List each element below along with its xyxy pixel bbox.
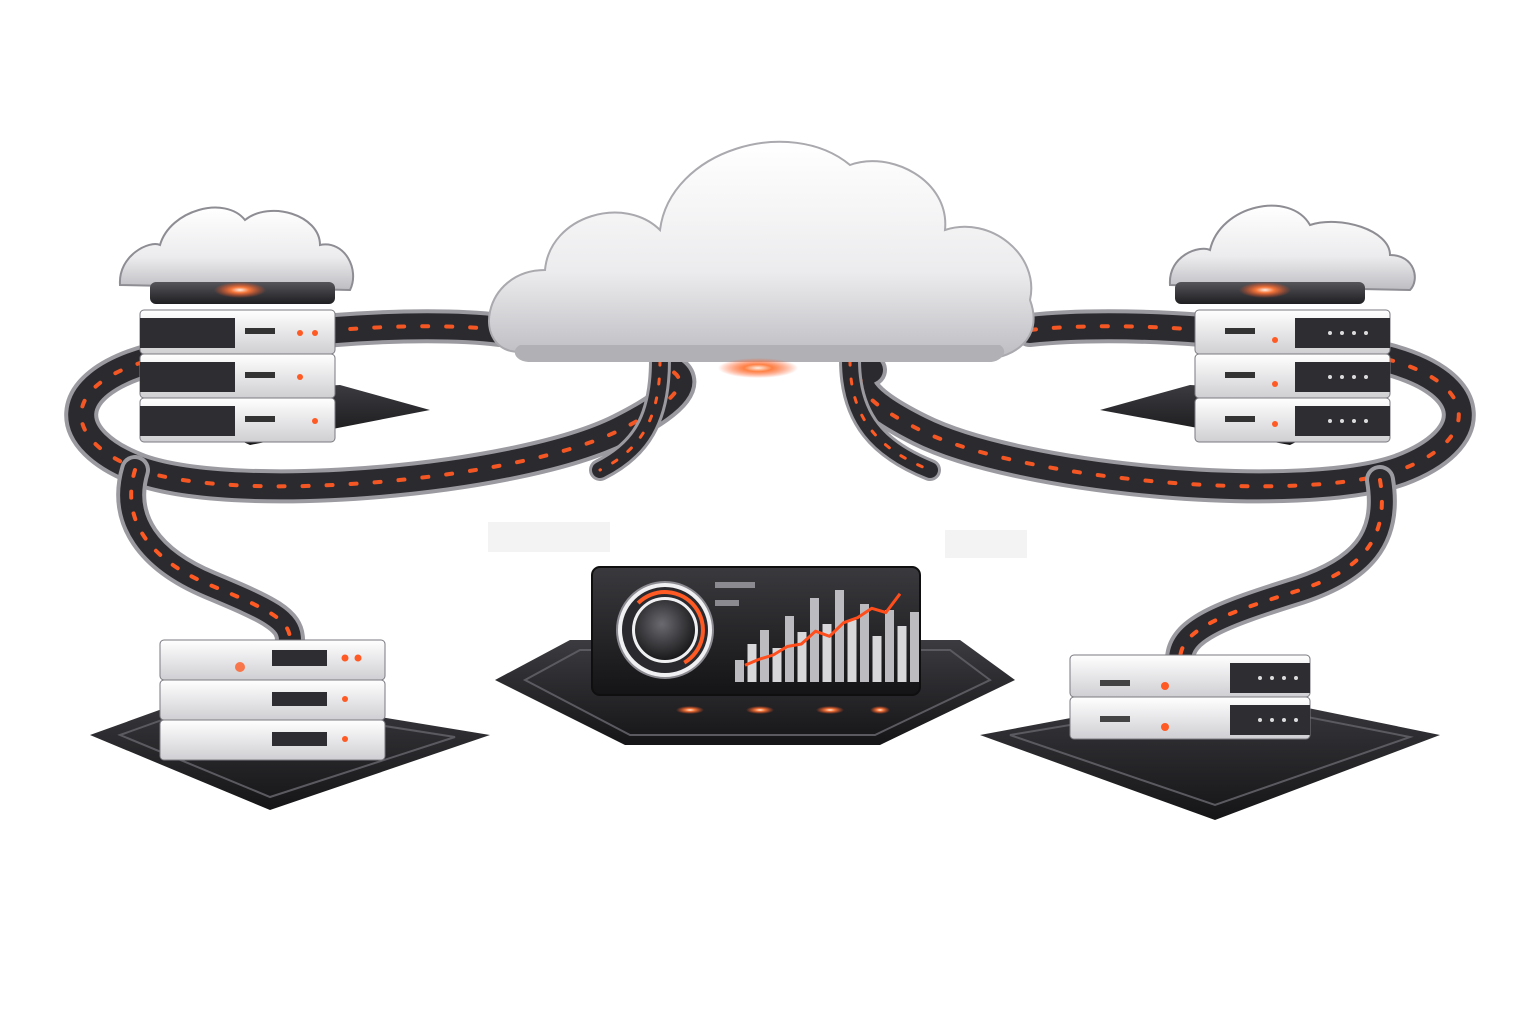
right-cloud-icon — [1168, 204, 1416, 304]
chart-bar — [760, 630, 769, 682]
center-cable-drops — [589, 349, 941, 481]
dashboard-glow — [676, 706, 890, 714]
chart-bar — [785, 616, 794, 682]
dashboard-icon — [495, 566, 1015, 745]
gauge-icon — [616, 581, 714, 679]
server-icon-bottom-right — [980, 654, 1440, 820]
chart-bar — [735, 660, 744, 682]
server-icon-bottom-left — [90, 639, 490, 810]
left-cloud-icon — [118, 206, 355, 304]
chart-bar — [847, 620, 857, 682]
chart-bar — [835, 590, 844, 682]
chart-bar — [885, 610, 894, 682]
server-icon-top-right — [1100, 309, 1391, 445]
chart-bar — [797, 632, 807, 682]
main-cloud-icon — [488, 140, 1035, 378]
chart-bar — [897, 626, 907, 682]
chart-bar — [872, 636, 882, 682]
chart-bar — [822, 624, 832, 682]
trend-line-icon — [744, 592, 902, 667]
faint-panel-left — [488, 522, 610, 552]
chart-bar — [910, 612, 919, 682]
chart-bar — [810, 598, 819, 682]
faint-panel-right — [945, 530, 1027, 558]
main-cloud-glow — [718, 358, 798, 378]
chart-bar — [860, 604, 869, 682]
server-icon-top-left — [139, 309, 430, 445]
chart-bar — [772, 648, 782, 682]
